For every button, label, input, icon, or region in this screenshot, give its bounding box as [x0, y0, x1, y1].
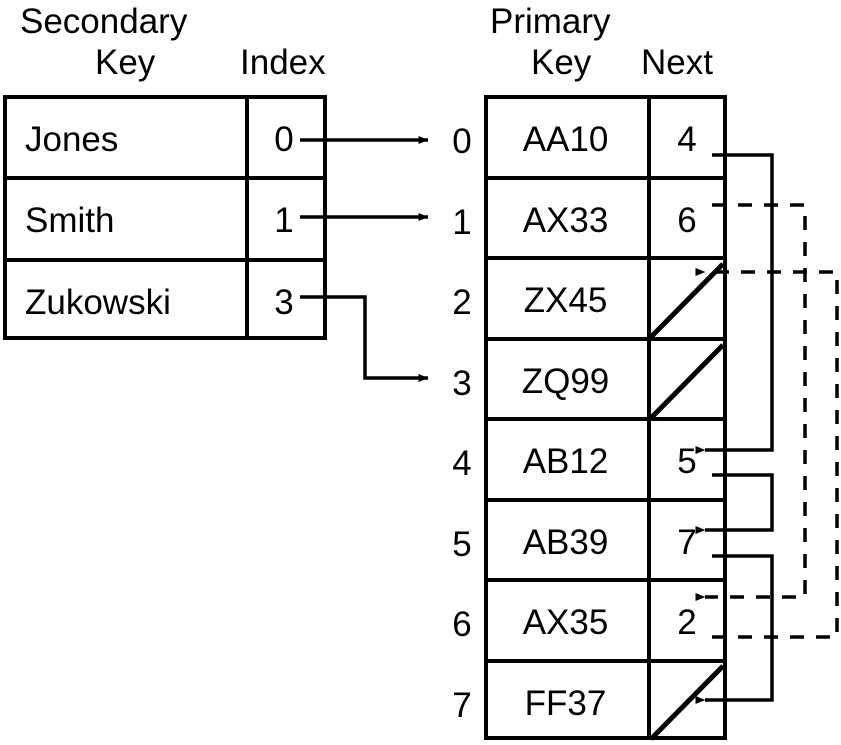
primary-cell-key-7: FF37	[524, 684, 607, 723]
primary-row-divider-7	[488, 659, 723, 663]
secondary-cell-index-0: 0	[274, 120, 294, 159]
primary-row-divider-2	[488, 256, 723, 260]
primary-slot-label-4: 4	[452, 444, 472, 483]
secondary-row-divider-2	[7, 258, 323, 262]
primary-slot-label-7: 7	[452, 686, 472, 725]
primary-row-divider-3	[488, 337, 723, 341]
primary-header-key: Key	[531, 43, 592, 82]
secondary-column-divider	[245, 99, 249, 336]
secondary-header-key: Key	[95, 43, 156, 82]
secondary-cell-key-1: Smith	[25, 201, 115, 240]
primary-row-divider-4	[488, 417, 723, 421]
index-arrow-zukowski-to-slot-3	[300, 295, 429, 382]
chain-arrow-slot-0-to-4	[695, 153, 774, 454]
primary-slot-label-6: 6	[452, 605, 472, 644]
primary-cell-key-4: AB12	[522, 442, 609, 481]
null-slash-slot-3	[649, 343, 725, 420]
primary-row-divider-5	[488, 498, 723, 502]
primary-cell-next-6: 2	[677, 603, 697, 642]
chain-arrow-slot-5-to-7	[695, 554, 774, 704]
primary-row-divider-1	[488, 176, 723, 180]
primary-slot-label-1: 1	[452, 203, 472, 242]
secondary-header-line1: Secondary	[20, 2, 188, 41]
primary-slot-label-5: 5	[452, 525, 472, 564]
chain-arrow-slot-4-to-5	[695, 473, 774, 534]
chain-arrows-dashed	[695, 203, 839, 639]
chain-arrow-slot-1-to-6	[695, 203, 807, 601]
primary-cell-next-5: 7	[677, 523, 697, 562]
primary-header-line1: Primary	[490, 2, 611, 41]
null-slash-slot-7	[649, 664, 725, 741]
secondary-cell-key-2: Zukowski	[25, 283, 171, 322]
primary-cell-key-0: AA10	[522, 120, 609, 159]
primary-slot-label-2: 2	[452, 283, 472, 322]
index-pointer-arrows	[300, 136, 429, 382]
chain-arrow-slot-6-to-2	[695, 268, 839, 639]
secondary-row-divider-1	[7, 176, 323, 180]
primary-slot-label-0: 0	[452, 122, 472, 161]
primary-cell-key-3: ZQ99	[521, 362, 610, 401]
null-slash-slot-2	[649, 262, 725, 339]
secondary-cell-key-0: Jones	[25, 120, 119, 159]
primary-header-next: Next	[641, 43, 713, 82]
primary-key-table	[484, 95, 727, 740]
primary-cell-key-1: AX33	[522, 201, 609, 240]
primary-cell-next-0: 4	[677, 120, 697, 159]
chain-arrows-solid	[695, 153, 774, 704]
primary-cell-key-2: ZX45	[523, 281, 608, 320]
primary-cell-next-1: 6	[677, 201, 697, 240]
primary-cell-key-6: AX35	[522, 603, 609, 642]
primary-slot-label-3: 3	[452, 364, 472, 403]
primary-cell-key-5: AB39	[522, 523, 609, 562]
primary-cell-next-4: 5	[677, 442, 697, 481]
secondary-header-index: Index	[240, 43, 326, 82]
secondary-cell-index-2: 3	[274, 283, 294, 322]
primary-row-divider-6	[488, 578, 723, 582]
primary-column-divider	[647, 99, 651, 736]
null-next-slashes	[649, 262, 725, 741]
secondary-cell-index-1: 1	[274, 201, 294, 240]
